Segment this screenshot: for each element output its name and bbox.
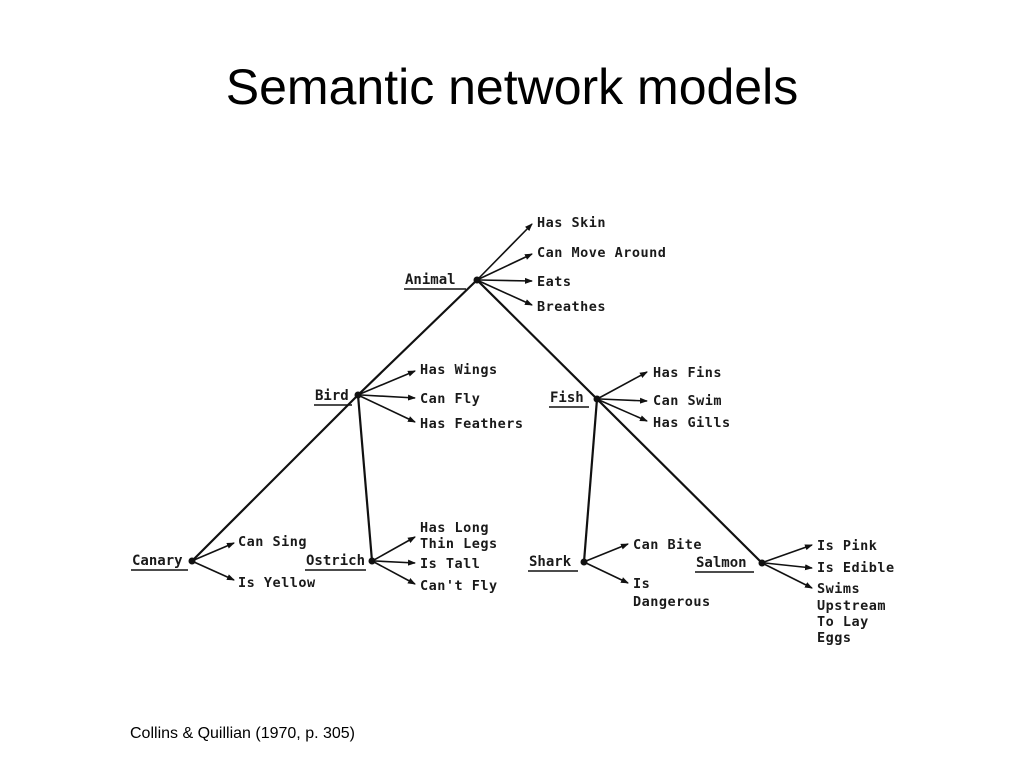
node-dot-salmon (758, 559, 766, 567)
arrow-animal-has-skin (478, 223, 533, 279)
edge-bird-canary (191, 394, 359, 562)
prop-salmon-is-edible: Is Edible (817, 560, 895, 576)
arrow-bird-has-wings (359, 370, 416, 395)
node-dot-shark (580, 558, 588, 566)
node-label-canary: Canary (132, 553, 183, 569)
edge-animal-bird (357, 279, 478, 396)
arrow-canary-is-yellow (193, 561, 235, 581)
prop-salmon-swims: Swims (817, 581, 860, 597)
arrow-salmon-is-edible (764, 562, 813, 571)
prop-bird-can-fly: Can Fly (420, 391, 480, 407)
prop-animal-has-skin: Has Skin (537, 215, 606, 231)
prop-animal-can-move-around: Can Move Around (537, 245, 666, 261)
arrow-fish-has-gills (598, 399, 648, 422)
node-label-animal: Animal (405, 272, 456, 288)
prop-salmon-upstream: Upstream (817, 598, 886, 614)
arrow-shark-dangerous (585, 562, 629, 584)
prop-shark-can-bite: Can Bite (633, 537, 702, 553)
arrow-fish-can-swim (599, 397, 648, 404)
arrow-ostrich-is-tall (374, 559, 416, 566)
prop-fish-has-gills: Has Gills (653, 415, 731, 431)
node-dot-bird (354, 391, 362, 399)
arrow-animal-eats (479, 277, 533, 284)
arrow-salmon-swims (763, 563, 813, 589)
arrow-shark-can-bite (585, 543, 629, 562)
prop-bird-has-wings: Has Wings (420, 362, 498, 378)
prop-ostrich-has-long: Has Long (420, 520, 489, 536)
edge-fish-shark (582, 398, 599, 563)
arrow-ostrich-long-legs (373, 536, 416, 561)
prop-canary-can-sing: Can Sing (238, 534, 307, 550)
node-label-ostrich: Ostrich (306, 553, 365, 569)
prop-fish-can-swim: Can Swim (653, 393, 722, 409)
arrow-ostrich-cant-fly (373, 561, 416, 585)
node-dot-fish (593, 395, 601, 403)
node-label-shark: Shark (529, 554, 572, 570)
prop-animal-eats: Eats (537, 274, 572, 290)
prop-bird-has-feathers: Has Feathers (420, 416, 524, 432)
prop-shark-is: Is (633, 576, 650, 592)
prop-salmon-is-pink: Is Pink (817, 538, 877, 554)
arrow-fish-has-fins (598, 371, 648, 399)
edge-fish-salmon (596, 398, 763, 564)
page-title: Semantic network models (225, 59, 799, 115)
arrow-salmon-is-pink (763, 544, 813, 563)
node-dot-ostrich (368, 557, 376, 565)
prop-fish-has-fins: Has Fins (653, 365, 722, 381)
prop-salmon-eggs: Eggs (817, 630, 852, 646)
node-dot-canary (188, 557, 196, 565)
citation: Collins & Quillian (1970, p. 305) (130, 725, 356, 742)
arrow-bird-can-fly (360, 394, 416, 401)
node-label-salmon: Salmon (696, 555, 747, 571)
prop-shark-dangerous: Dangerous (633, 594, 711, 610)
prop-ostrich-is-tall: Is Tall (420, 556, 480, 572)
prop-salmon-to-lay: To Lay (817, 614, 869, 630)
node-label-bird: Bird (315, 388, 349, 404)
prop-canary-is-yellow: Is Yellow (238, 575, 316, 591)
prop-ostrich-cant-fly: Can't Fly (420, 578, 498, 594)
edge-bird-ostrich (356, 394, 374, 562)
arrow-bird-has-feathers (359, 395, 416, 423)
prop-animal-breathes: Breathes (537, 299, 606, 315)
edge-animal-fish (476, 279, 598, 400)
prop-ostrich-thin-legs: Thin Legs (420, 536, 498, 552)
arrow-animal-breathes (478, 280, 533, 306)
node-label-fish: Fish (550, 390, 584, 406)
arrow-animal-can-move (478, 253, 533, 280)
arrow-canary-can-sing (193, 542, 235, 561)
